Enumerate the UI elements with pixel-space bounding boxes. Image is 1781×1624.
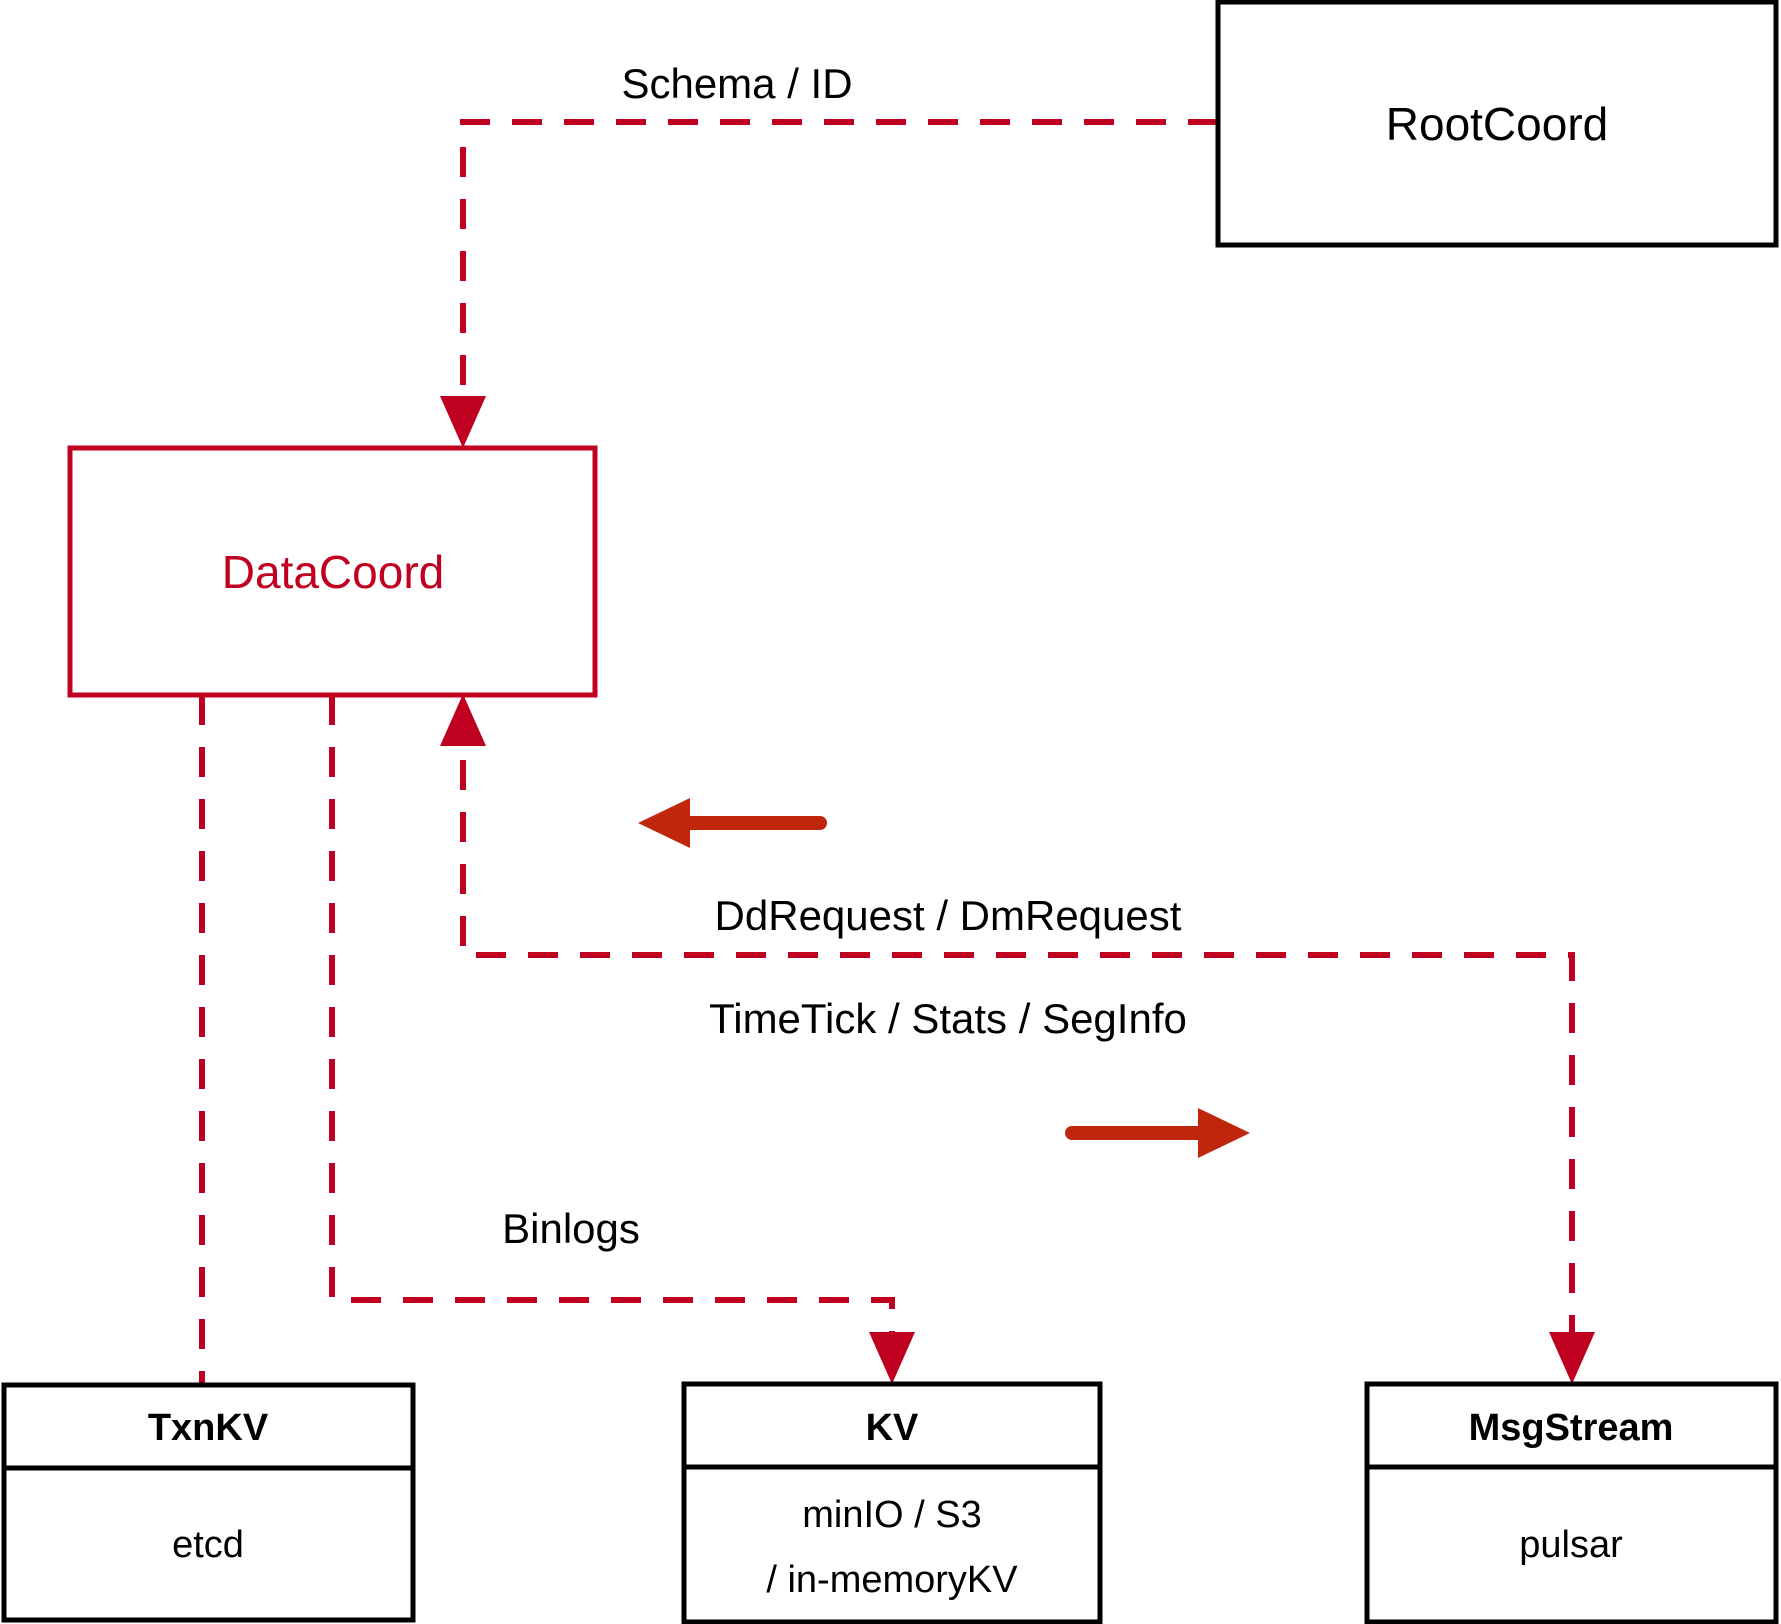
kv-subtitle-line2: / in-memoryKV (766, 1559, 1018, 1601)
edge-datacoord-to-kv (329, 695, 895, 1345)
edge-label-timetick-stats-seginfo: TimeTick / Stats / SegInfo (709, 995, 1187, 1042)
arrowhead-right-icon (1198, 1108, 1250, 1158)
edge-rootcoord-to-datacoord (460, 119, 1218, 412)
txnkv-title: TxnKV (148, 1407, 269, 1449)
arrowhead-left-icon (638, 798, 690, 848)
rootcoord-label: RootCoord (1386, 98, 1608, 150)
kv-subtitle-line1: minIO / S3 (802, 1494, 982, 1536)
node-txnkv[interactable]: TxnKV etcd (1, 1382, 416, 1623)
rootcoord-box[interactable] (1215, 0, 1779, 248)
edge-label-binlogs: Binlogs (502, 1205, 640, 1252)
kv-box[interactable] (681, 1381, 1103, 1624)
edge-label-schema-id: Schema / ID (621, 60, 852, 107)
msgstream-title: MsgStream (1469, 1407, 1674, 1449)
arrowhead-to-msgstream-icon (1549, 1332, 1595, 1384)
arrowhead-binlogs-icon (869, 1332, 915, 1384)
arrowhead-to-datacoord-icon (440, 694, 486, 746)
datacoord-box[interactable] (67, 445, 598, 698)
kv-title: KV (866, 1407, 919, 1449)
node-datacoord[interactable]: DataCoord (67, 445, 598, 698)
edge-label-ddrequest-dmrequest: DdRequest / DmRequest (715, 892, 1182, 939)
datacoord-label: DataCoord (222, 546, 444, 598)
msgstream-subtitle: pulsar (1519, 1524, 1623, 1566)
txnkv-subtitle: etcd (172, 1524, 244, 1566)
edge-msgstream-to-datacoord (460, 740, 1575, 1345)
msgstream-box[interactable] (1364, 1381, 1779, 1624)
node-rootcoord[interactable]: RootCoord (1215, 0, 1779, 248)
arrowhead-schema-id-icon (440, 396, 486, 448)
node-kv[interactable]: KV minIO / S3 / in-memoryKV (681, 1381, 1103, 1624)
txnkv-box[interactable] (1, 1382, 416, 1623)
node-msgstream[interactable]: MsgStream pulsar (1364, 1381, 1779, 1624)
